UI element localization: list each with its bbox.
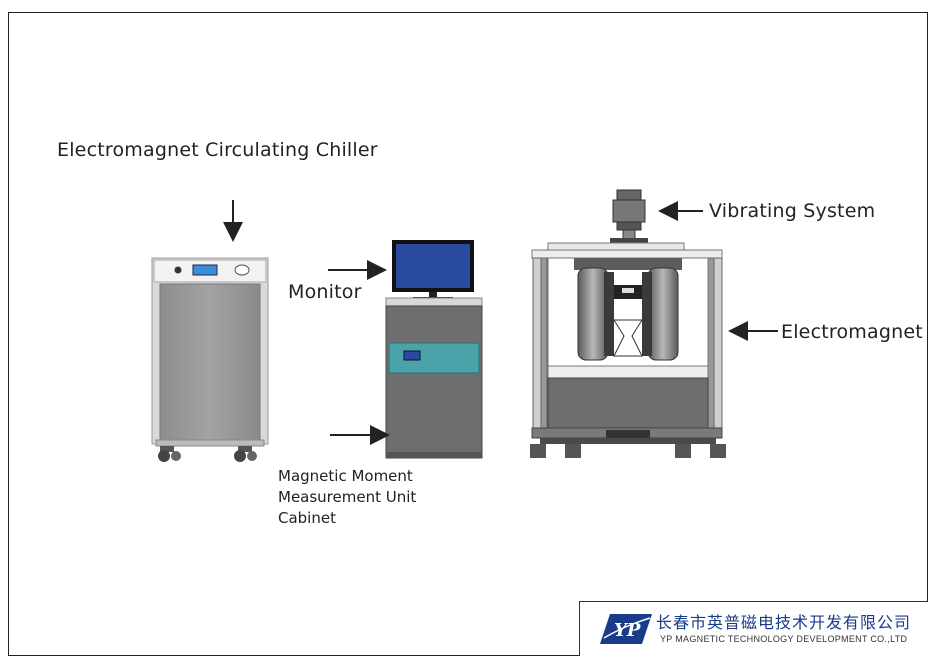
monitor-unit [392, 240, 474, 300]
company-name-cn: 长春市英普磁电技术开发有限公司 [656, 613, 912, 632]
logo-mark-text: YP [614, 620, 641, 641]
cabinet-label-line2: Measurement Unit [278, 488, 417, 506]
measurement-cabinet [385, 297, 483, 459]
electromagnet-system [530, 189, 726, 458]
chiller-unit [151, 257, 269, 462]
chiller-label: Electromagnet Circulating Chiller [57, 139, 378, 161]
cabinet-label-line1: Magnetic Moment [278, 467, 413, 485]
vibrating-head [610, 189, 648, 245]
yp-logo-icon: YP [600, 614, 652, 644]
monitor-label: Monitor [288, 281, 362, 303]
company-name-en: YP MAGNETIC TECHNOLOGY DEVELOPMENT CO.,L… [660, 634, 908, 644]
company-logo-box: YP 长春市英普磁电技术开发有限公司 YP MAGNETIC TECHNOLOG… [579, 601, 928, 656]
cabinet-label-line3: Cabinet [278, 509, 336, 527]
vibrating-system-label: Vibrating System [709, 200, 876, 222]
caster-left-icon [158, 446, 181, 462]
caster-right-icon [234, 446, 257, 462]
electromagnet-label: Electromagnet [781, 321, 923, 343]
